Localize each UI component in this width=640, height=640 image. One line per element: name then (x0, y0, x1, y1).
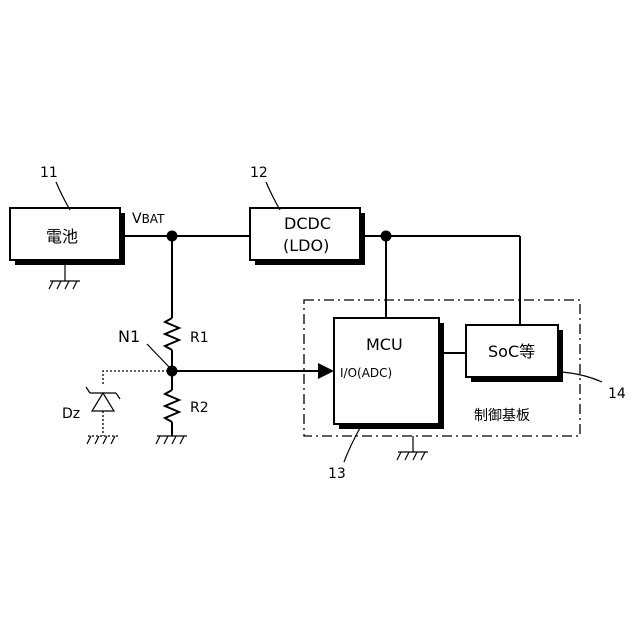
signal-arrow-head (318, 363, 334, 379)
battery-ref-number: 11 (40, 165, 58, 181)
zener-dotted-wire-top (103, 371, 172, 386)
soc-ref-leader (562, 372, 602, 382)
dcdc-label-line2: (LDO) (283, 236, 329, 255)
n1-label: N1 (118, 327, 140, 346)
r1-label: R1 (190, 330, 209, 346)
mcu-block: MCU I/O(ADC) (334, 318, 444, 429)
mcu-label: MCU (366, 335, 403, 354)
vbat-label: VBAT (132, 211, 165, 227)
vbat-junction-dot (167, 231, 178, 242)
battery-block: 電池 (10, 208, 125, 265)
soc-label: SoC等 (488, 342, 535, 361)
dcdc-ref-leader (266, 182, 280, 210)
soc-block: SoC等 (466, 325, 563, 382)
resistor-r1 (165, 318, 179, 350)
mcu-ref-number: 13 (328, 466, 346, 482)
resistor-r2 (165, 390, 179, 422)
control-board-label: 制御基板 (474, 407, 530, 424)
battery-label: 電池 (46, 227, 78, 246)
mcu-port-label: I/O(ADC) (340, 366, 392, 380)
soc-ref-number: 14 (608, 386, 626, 402)
dcdc-output-junction-dot (381, 231, 392, 242)
r2-ground-symbol (156, 436, 187, 444)
battery-ground-symbol (49, 265, 80, 289)
board-ground-symbol (397, 436, 428, 460)
dcdc-ref-number: 12 (250, 165, 268, 181)
zener-diode-dz (86, 387, 120, 411)
dcdc-block: DCDC (LDO) (250, 208, 365, 265)
dcdc-label-line1: DCDC (284, 214, 331, 233)
r2-label: R2 (190, 400, 209, 416)
battery-ref-leader (56, 182, 70, 210)
zener-ground-symbol (87, 436, 118, 444)
dz-label: Dz (62, 406, 80, 422)
mcu-ref-leader (344, 428, 360, 462)
